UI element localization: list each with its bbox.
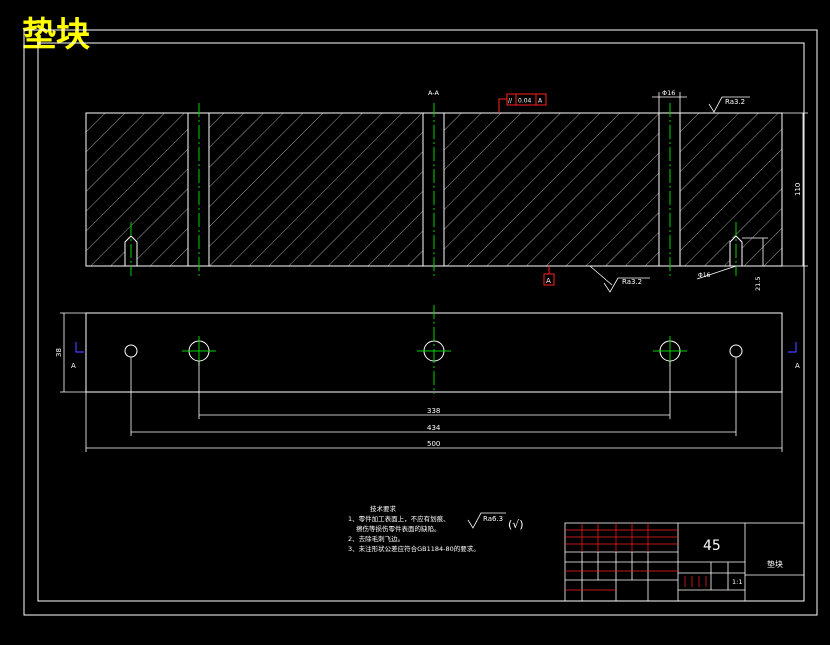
small-hole-right bbox=[729, 344, 743, 358]
tolerance-symbol: // bbox=[508, 98, 513, 105]
outer-frame bbox=[23, 29, 818, 616]
tolerance-datum: A bbox=[538, 98, 543, 105]
note-1b: 擦伤等损伤零件表面的缺陷。 bbox=[356, 525, 441, 533]
tolerance-value: 0.04 bbox=[518, 98, 532, 105]
hole-dia-dim: Φ16 bbox=[662, 89, 675, 97]
roughness-notes-symbol bbox=[467, 512, 506, 529]
hole-gap-3 bbox=[659, 113, 680, 266]
note-2: 2、去除毛刺飞边。 bbox=[348, 535, 405, 543]
title-block-red-grid bbox=[565, 523, 707, 591]
part-name: 垫块 bbox=[767, 559, 783, 569]
hole-gap-2 bbox=[423, 113, 444, 266]
roughness-notes: Ra6.3 bbox=[483, 515, 503, 523]
view-marker-right: A bbox=[795, 362, 800, 370]
inner-frame bbox=[37, 42, 805, 602]
section-label: A-A bbox=[428, 89, 440, 97]
roughness-top-symbol bbox=[708, 96, 750, 113]
height-dim: 110 bbox=[794, 183, 802, 196]
material: 45 bbox=[703, 538, 721, 554]
plan-view: A A 38 338 434 500 bbox=[55, 305, 800, 452]
technical-notes: 技术要求 1、零件加工表面上，不应有划痕、 擦伤等损伤零件表面的缺陷。 2、去除… bbox=[348, 504, 480, 554]
dim-434: 434 bbox=[427, 424, 441, 432]
dim-338: 338 bbox=[427, 407, 440, 415]
dim-500: 500 bbox=[427, 440, 440, 448]
depth-dim: 21.5 bbox=[754, 277, 762, 291]
drawing-title: 垫块 bbox=[22, 15, 90, 55]
roughness-bottom: Ra3.2 bbox=[622, 278, 642, 286]
roughness-notes-paren: (√) bbox=[508, 518, 524, 531]
section-view: A-A // 0.04 A Φ16 Ra3.2 110 bbox=[85, 89, 808, 293]
scale: 1:1 bbox=[732, 578, 742, 586]
datum-tag: A bbox=[546, 277, 551, 285]
title-block bbox=[564, 522, 805, 602]
depth-leader-label: Φ16 bbox=[698, 272, 711, 279]
note-3: 3、未注形状公差应符合GB1184-80的要求。 bbox=[348, 545, 480, 553]
tolerance-frame: // 0.04 A bbox=[498, 93, 547, 113]
note-1: 1、零件加工表面上，不应有划痕、 bbox=[348, 515, 450, 523]
roughness-top: Ra3.2 bbox=[725, 98, 745, 106]
hole-gap-1 bbox=[188, 113, 209, 266]
view-marker-left: A bbox=[71, 362, 76, 370]
datum-box bbox=[543, 273, 555, 286]
small-hole-left bbox=[124, 344, 138, 358]
width-dim: 38 bbox=[55, 348, 63, 357]
notes-title: 技术要求 bbox=[370, 505, 396, 513]
